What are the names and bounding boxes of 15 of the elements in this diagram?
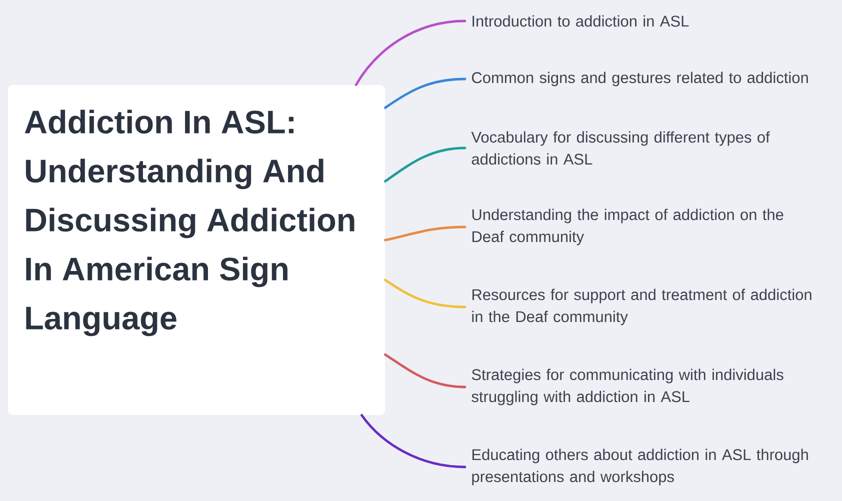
connector [384, 353, 466, 388]
connector [360, 414, 466, 468]
topic-text: Resources for support and treatment of addiction in the Deaf community [472, 288, 812, 326]
topic-text: Educating others about addiction in ASL through presentations and workshops [472, 448, 808, 486]
connector [384, 146, 466, 183]
topic-box: Addiction In ASL: Understanding And Discussing Addiction In American Sign Language [8, 85, 385, 415]
connector [384, 78, 466, 109]
connector [384, 226, 466, 242]
topic-text: Common signs and gestures related to addiction [472, 72, 808, 86]
topic-text: Understanding the impact of addiction on the Deaf community [472, 208, 784, 246]
connector [354, 20, 466, 86]
connector [384, 278, 466, 308]
topic-text: Strategies for communicating with individuals struggling with addiction in ASL [472, 368, 784, 406]
topic-text: Introduction to addiction in ASL [472, 15, 689, 27]
topic-text: Vocabulary for discussing different types of addictions in ASL [471, 131, 770, 165]
